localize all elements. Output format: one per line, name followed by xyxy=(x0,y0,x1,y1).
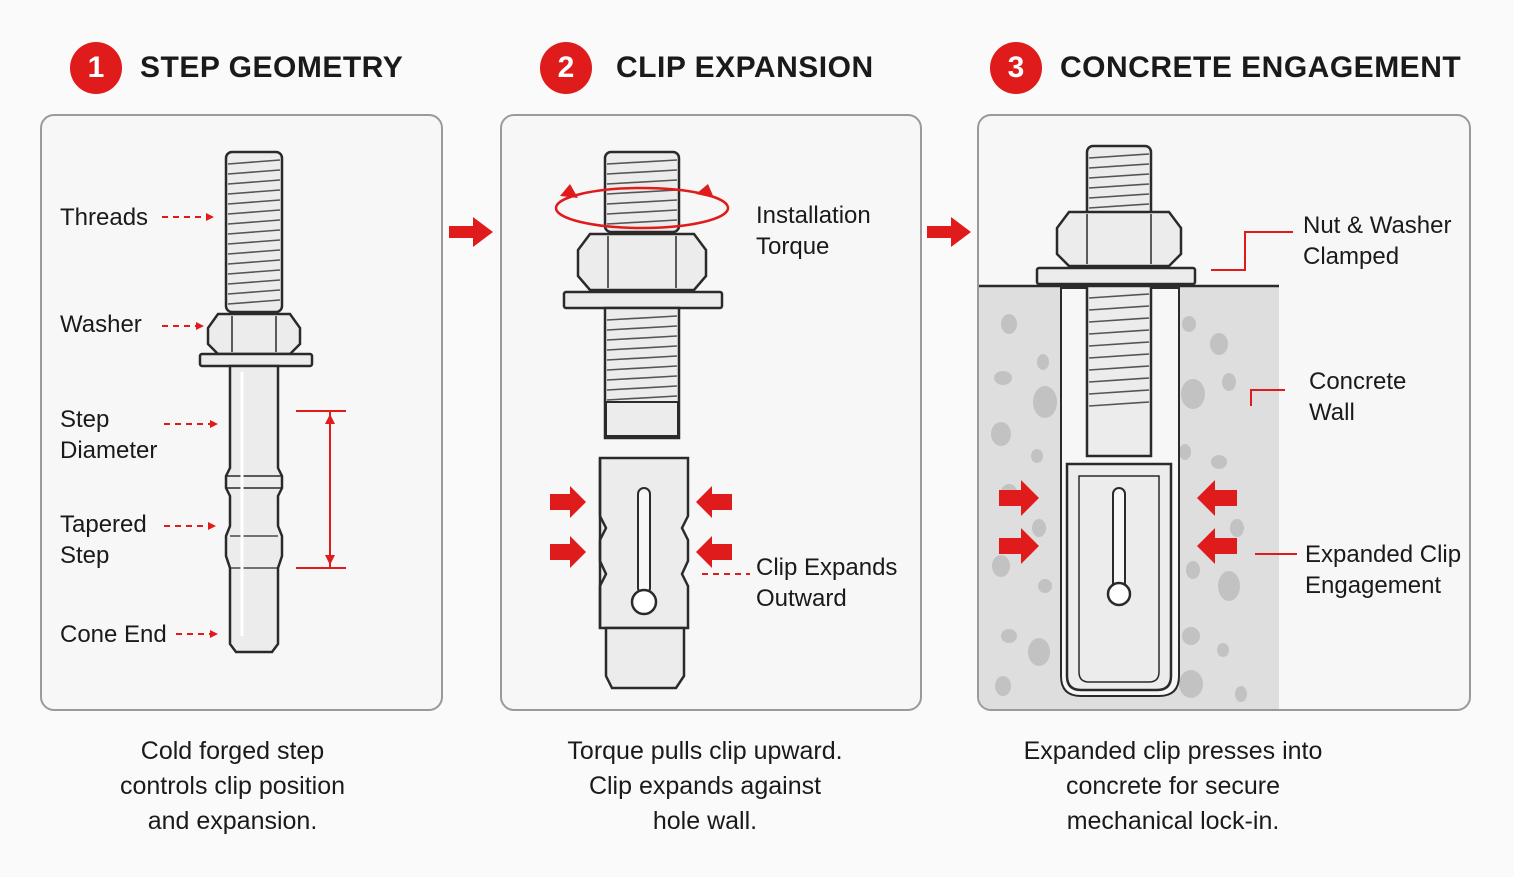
caption-step-1: Cold forged step controls clip position … xyxy=(119,737,346,835)
label-installation-torque: Installation Torque xyxy=(756,202,871,260)
step-2-badge: 2 xyxy=(540,42,592,94)
step-3-title: CONCRETE ENGAGEMENT xyxy=(1060,51,1462,84)
label-clip-expands: Clip Expands Outward xyxy=(756,554,898,612)
engagement-arrows xyxy=(999,480,1237,564)
thread-lines xyxy=(227,159,281,305)
flow-arrow-1-icon xyxy=(449,217,493,247)
step-dimension-bracket xyxy=(296,410,346,569)
label-cone-end: Cone End xyxy=(60,621,167,648)
label-expanded-clip: Expanded Clip Engagement xyxy=(1305,541,1462,599)
caption-step-3: Expanded clip presses into concrete for … xyxy=(1023,737,1323,835)
label-tapered-step: Tapered Step xyxy=(60,511,147,569)
step-1-badge: 1 xyxy=(70,42,122,94)
anchor-concrete-drawing xyxy=(979,144,1297,709)
torque-ring xyxy=(554,186,730,230)
leader-lines xyxy=(1211,231,1297,555)
label-concrete-wall: Concrete Wall xyxy=(1309,368,1407,426)
rotate-right-icon xyxy=(696,184,714,198)
label-washer: Washer xyxy=(60,311,142,338)
label-step-diameter: Step Diameter xyxy=(60,406,158,464)
label-threads: Threads xyxy=(60,204,149,231)
step-1-heading: 1 STEP GEOMETRY xyxy=(70,42,403,94)
flow-arrow-2-icon xyxy=(927,217,971,247)
panel-clip-expansion: Installation Torque Clip Expands Outward xyxy=(500,114,922,711)
clip-expansion-arrows xyxy=(550,486,732,568)
step-1-title: STEP GEOMETRY xyxy=(140,51,404,84)
step-3-badge: 3 xyxy=(990,42,1042,94)
label-nut-washer: Nut & Washer Clamped xyxy=(1303,212,1452,270)
panel-step-geometry: Threads Washer Step Diameter Tapered Ste… xyxy=(40,114,443,711)
step-2-heading: 2 CLIP EXPANSION xyxy=(540,42,874,94)
anchor-bolt-drawing xyxy=(162,150,346,654)
step-2-title: CLIP EXPANSION xyxy=(616,51,874,84)
step-3-heading: 3 CONCRETE ENGAGEMENT xyxy=(990,42,1461,94)
rotate-left-icon xyxy=(560,184,578,198)
caption-step-2: Torque pulls clip upward. Clip expands a… xyxy=(567,737,843,835)
anchor-torque-drawing xyxy=(550,150,750,690)
leader-lines xyxy=(162,216,212,635)
panel-concrete-engagement: Nut & Washer Clamped Concrete Wall Expan… xyxy=(977,114,1471,711)
